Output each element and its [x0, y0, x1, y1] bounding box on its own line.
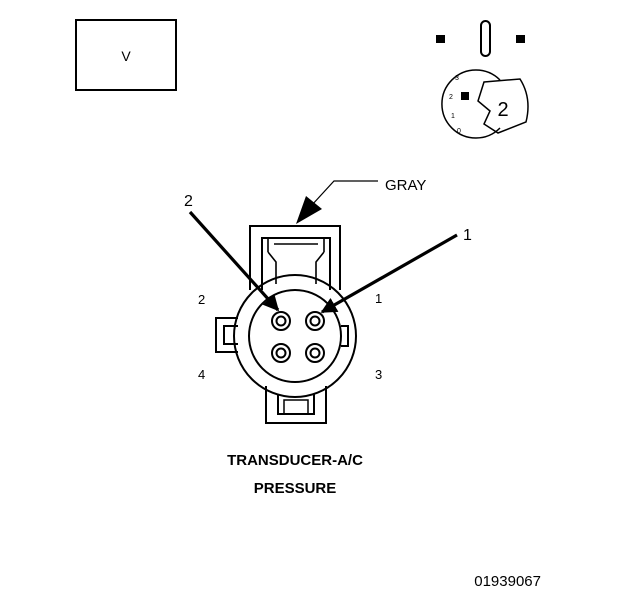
key-diagram: 3 2 1 0 2	[436, 20, 529, 139]
left-ear-outer	[215, 317, 238, 353]
scale-label-3: 3	[455, 75, 459, 82]
color-callout: GRAY	[296, 177, 426, 224]
callout-number-right: 1	[463, 227, 472, 244]
figure-id: 01939067	[474, 573, 541, 590]
key-left-square-icon	[436, 35, 445, 43]
scale-label-1: 1	[451, 113, 455, 120]
color-arrowhead-icon	[296, 196, 322, 224]
key-right-square-icon	[516, 35, 525, 43]
color-label: GRAY	[385, 177, 426, 194]
callout-arrow-right	[320, 233, 458, 314]
bottom-tab-outer	[265, 386, 327, 424]
connector-inner-ring	[248, 289, 342, 383]
key-position-number: 2	[497, 99, 508, 121]
view-indicator: V	[75, 19, 177, 91]
bottom-tab-detail	[283, 399, 309, 414]
title-line-1: TRANSDUCER-A/C	[227, 452, 363, 469]
cavity-2	[271, 311, 291, 331]
cavity-label-bottom-left: 4	[198, 367, 205, 382]
scale-label-2: 2	[449, 94, 453, 101]
callout-arrow-left	[188, 210, 280, 312]
connector-outer-ring	[233, 274, 357, 398]
title-line-2: PRESSURE	[254, 480, 337, 497]
cavity-4	[271, 343, 291, 363]
keying-notch	[341, 325, 349, 347]
cavity-3	[305, 343, 325, 363]
top-latch-detail	[267, 237, 325, 284]
scale-label-0: 0	[457, 128, 461, 135]
cavity-label-top-right: 1	[375, 291, 382, 306]
bottom-tab-inner	[277, 394, 315, 415]
left-ear-inner	[223, 325, 238, 345]
pin-callouts: 2 1	[184, 193, 472, 314]
view-letter: V	[121, 48, 131, 64]
callout-number-left: 2	[184, 193, 193, 210]
top-latch-inner	[261, 237, 331, 290]
cavity-1	[305, 311, 325, 331]
view-frame	[75, 19, 177, 91]
key-arc-icon	[441, 69, 501, 139]
cavity-label-bottom-right: 3	[375, 367, 382, 382]
cavity-labels: 2 1 4 3	[198, 291, 382, 382]
key-slot-icon	[480, 20, 491, 57]
key-head-icon	[477, 78, 529, 134]
top-latch-outer	[249, 225, 341, 290]
cavity-label-top-left: 2	[198, 292, 205, 307]
key-position-marker-icon	[461, 92, 469, 100]
connector-body	[215, 225, 357, 424]
